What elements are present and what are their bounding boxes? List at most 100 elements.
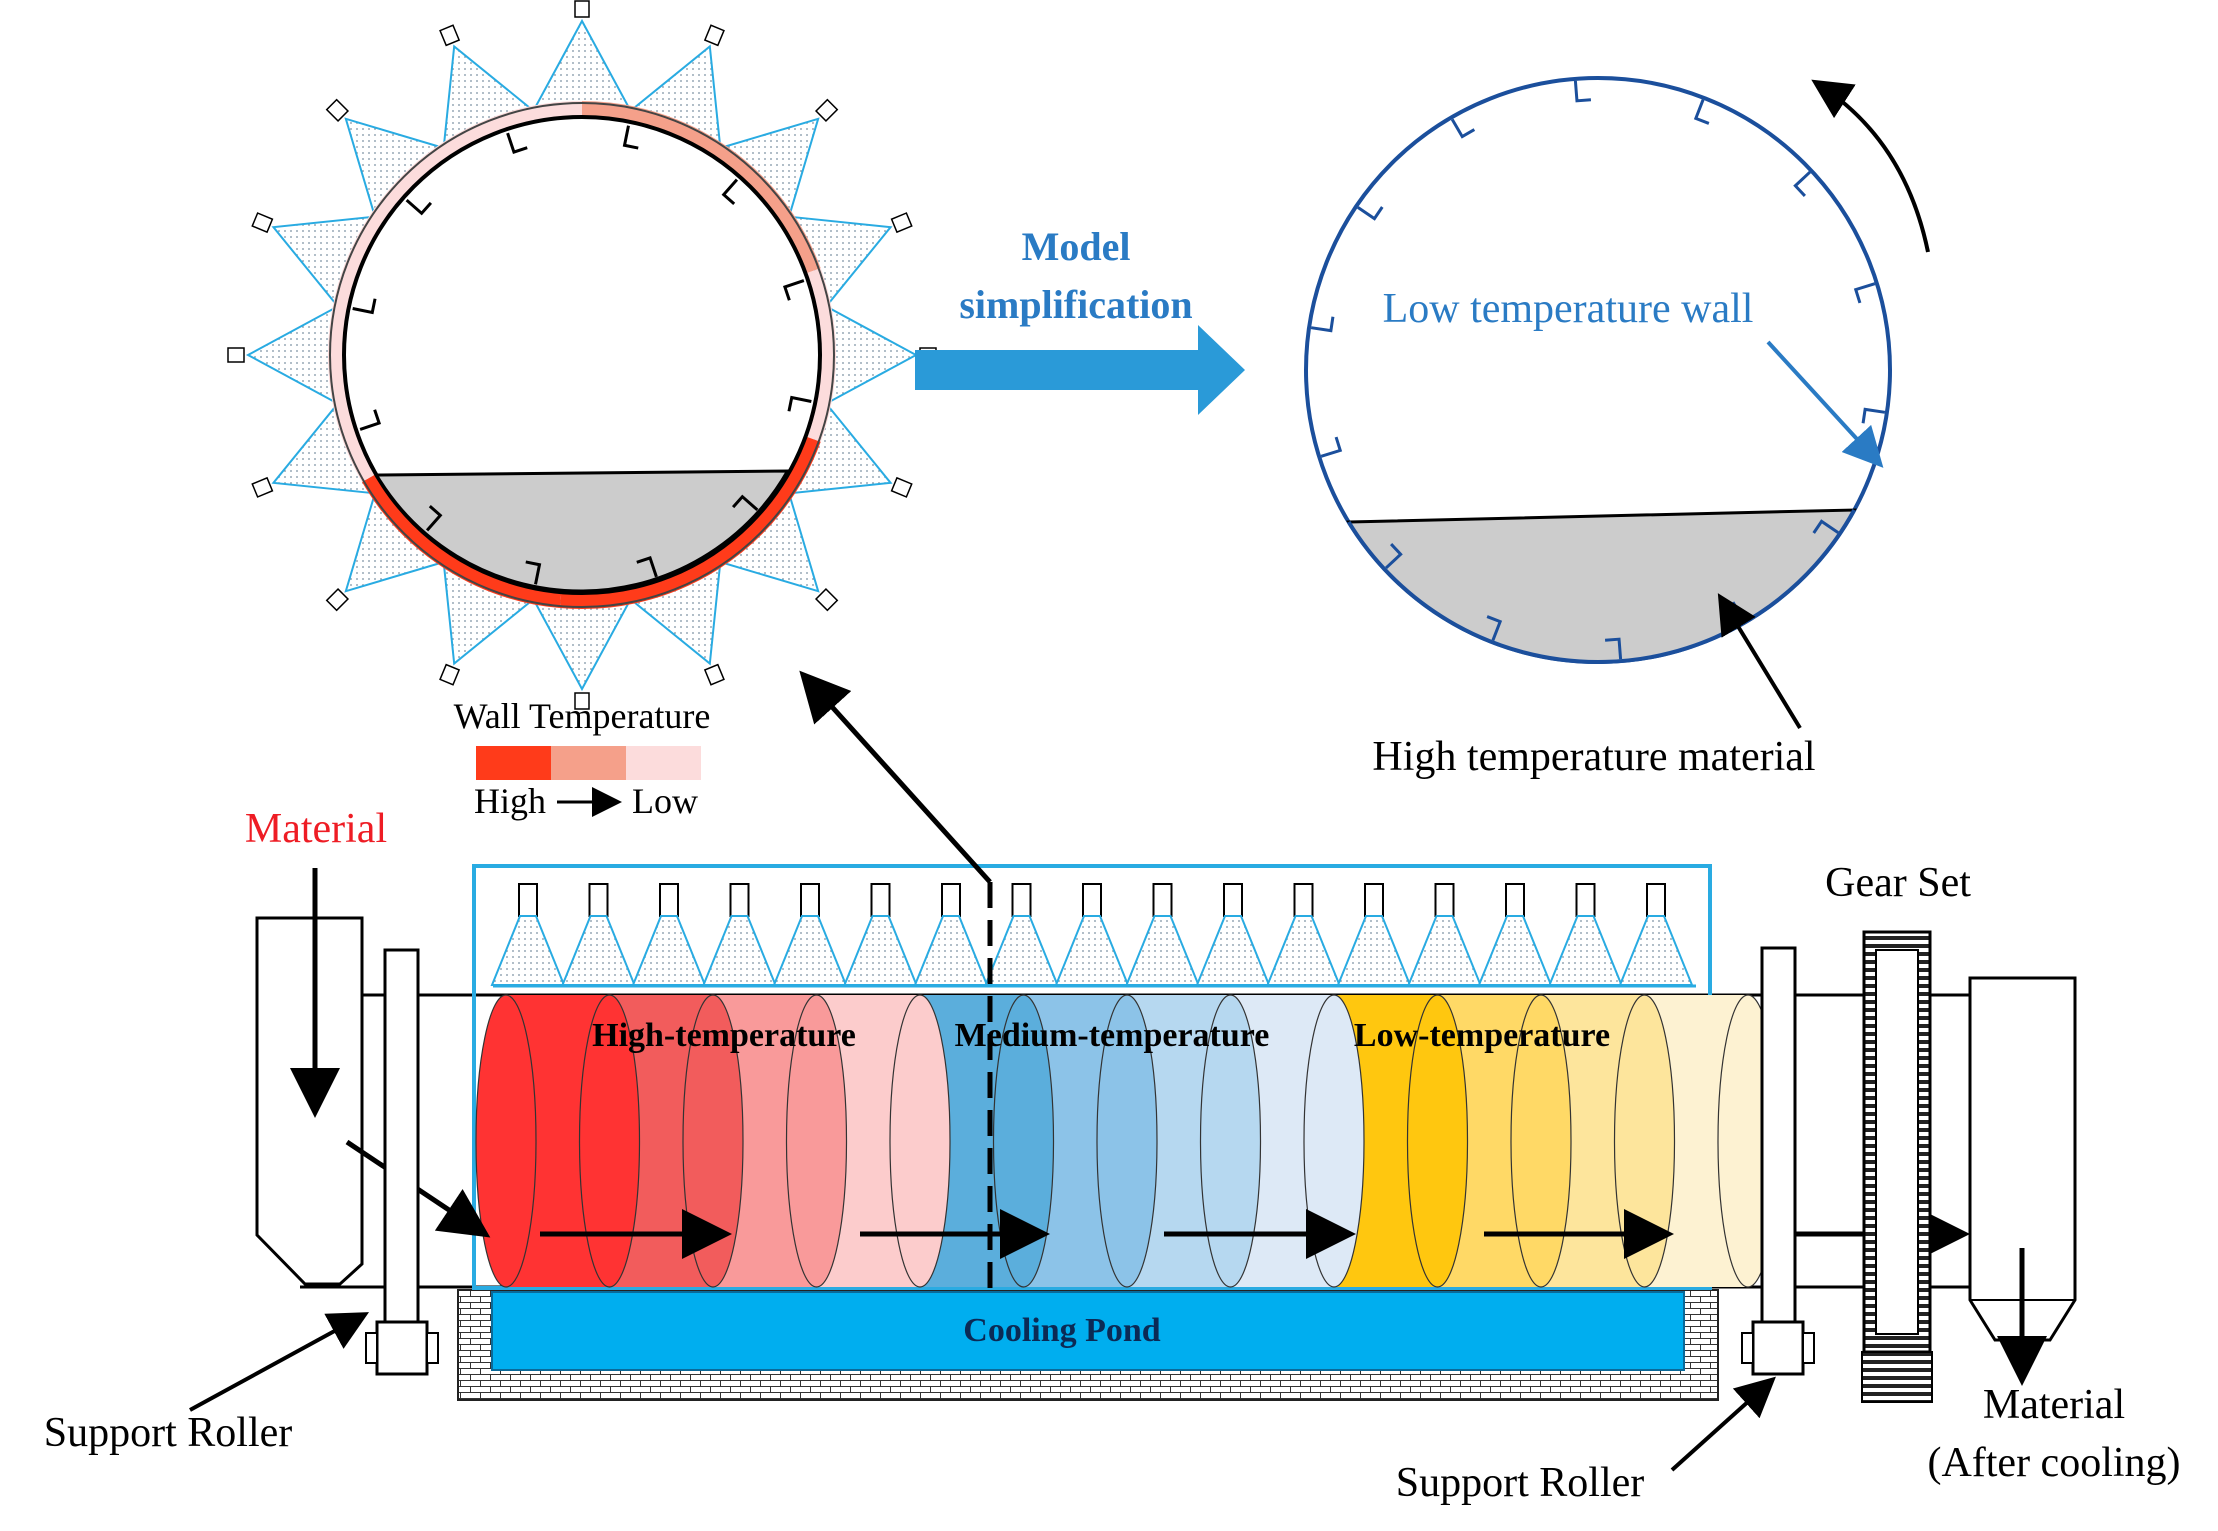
cooling-pond-label: Cooling Pond (963, 1312, 1161, 1349)
material-in-label: Material (245, 806, 387, 852)
simplified-lifter (1450, 118, 1476, 139)
nozzle-head (890, 212, 913, 234)
legend-swatch-high (476, 746, 551, 780)
model-simplification: Model simplification (915, 224, 1245, 415)
spray-nozzle-head (659, 883, 679, 917)
lifter-plate (405, 198, 433, 216)
kiln-segment-face (1199, 994, 1262, 1288)
spray-nozzle-head (1575, 883, 1596, 917)
spray-cone (1054, 915, 1130, 986)
nozzle-head (703, 663, 725, 686)
simplified-lifter (1486, 615, 1503, 641)
gear-base (1861, 1351, 1933, 1403)
spray-cone (772, 915, 848, 986)
gear-hub (1875, 949, 1919, 1335)
spray-cone (1618, 915, 1694, 986)
nozzle-head (890, 476, 913, 498)
support-roller-left-label: Support Roller (44, 1410, 293, 1456)
spray-nozzle-head (1293, 883, 1314, 917)
spray-cone (913, 915, 989, 986)
nozzle-spray-cone (533, 18, 631, 109)
nozzle-head (574, 0, 590, 18)
spray-cone (1407, 915, 1482, 986)
simplified-material-bed (1346, 508, 1857, 664)
spray-nozzle-head (1434, 883, 1455, 917)
simplified-lifter (1573, 80, 1592, 103)
feed-hopper (255, 916, 364, 1286)
low-temperature-wall-arrow (1766, 340, 1884, 468)
spray-nozzle-head (1152, 883, 1173, 917)
spray-nozzle-head (1646, 883, 1666, 917)
nozzle-head (325, 98, 350, 123)
rotation-arrow (1811, 79, 1930, 253)
right-roller-axle (1741, 1332, 1754, 1364)
spray-cone (1336, 915, 1412, 986)
nozzle-head (227, 347, 245, 363)
spray-nozzle-head (1364, 883, 1384, 917)
kiln-cross-section (227, 0, 937, 710)
section-pointer-arrow (799, 670, 992, 884)
lifter-plate (425, 504, 443, 532)
nozzle-head (439, 663, 461, 686)
simplified-lifter (1793, 170, 1811, 197)
nozzle-spray-cone (245, 306, 336, 404)
legend-swatch-low (626, 746, 701, 780)
nozzle-head (439, 24, 461, 47)
spray-cone (561, 915, 636, 986)
cooling-pond (491, 1291, 1685, 1371)
simplified-lifter (1693, 99, 1710, 125)
support-roller-right-arrow (1670, 1376, 1776, 1472)
wall-temperature-band (581, 101, 821, 275)
lifter-plate (787, 395, 812, 412)
spray-nozzle-head (870, 883, 891, 917)
left-roller-axle (426, 1332, 439, 1364)
spray-nozzle-head (729, 883, 750, 917)
kiln-segment-face (889, 994, 951, 1288)
kiln-segment-face (1096, 994, 1158, 1288)
lifter-plate (622, 125, 639, 150)
lifter-plate (721, 178, 739, 206)
lifter-plate (525, 560, 542, 585)
spray-nozzle-head (1082, 883, 1102, 917)
left-roller-axle (365, 1332, 378, 1364)
simplified-lifter (1385, 543, 1403, 570)
zone-medium-label: Medium-temperature (955, 1017, 1270, 1054)
spray-cone (490, 915, 566, 986)
lifter-plate (352, 298, 377, 315)
right-roller-axle (1802, 1332, 1815, 1364)
nozzle-head (325, 587, 350, 612)
wall-temperature-band (362, 472, 562, 609)
kiln-segment-face (578, 994, 641, 1288)
high-temperature-material-label: High temperature material (1372, 734, 1815, 780)
material-out-label-1: Material (1983, 1382, 2125, 1428)
spray-nozzle-head (1011, 883, 1032, 917)
kiln-segment-face (1613, 994, 1676, 1288)
nozzle-head (251, 476, 274, 498)
kiln-outer-wall (329, 102, 835, 608)
simplified-lifter (1853, 282, 1876, 304)
nozzle-head (814, 587, 839, 612)
model-label-line2: simplification (959, 282, 1192, 327)
simplified-lifter (1310, 316, 1335, 333)
lifter-plate (782, 279, 805, 301)
lifter-plate (359, 409, 382, 431)
lifter-plate (506, 132, 528, 155)
gear-set-label: Gear Set (1825, 860, 1971, 906)
wall-temperature-band (803, 268, 836, 442)
left-support-roller (375, 1320, 429, 1376)
spray-nozzle-head (518, 883, 538, 917)
zone-high-label: High-temperature (592, 1017, 856, 1054)
simplification-arrow (915, 325, 1245, 415)
wall-temperature-band (559, 435, 821, 609)
spray-cone (1125, 915, 1200, 986)
spray-nozzle-head (941, 883, 961, 917)
nozzle-head (703, 24, 725, 47)
simplified-lifter (1357, 206, 1384, 221)
nozzle-head (814, 98, 839, 123)
support-roller-right-label: Support Roller (1396, 1460, 1645, 1506)
legend-swatch-mid (551, 746, 626, 780)
kiln-segment-face (1406, 994, 1469, 1288)
wall-temperature-band (328, 101, 583, 482)
nozzle-spray-cone (828, 306, 919, 404)
